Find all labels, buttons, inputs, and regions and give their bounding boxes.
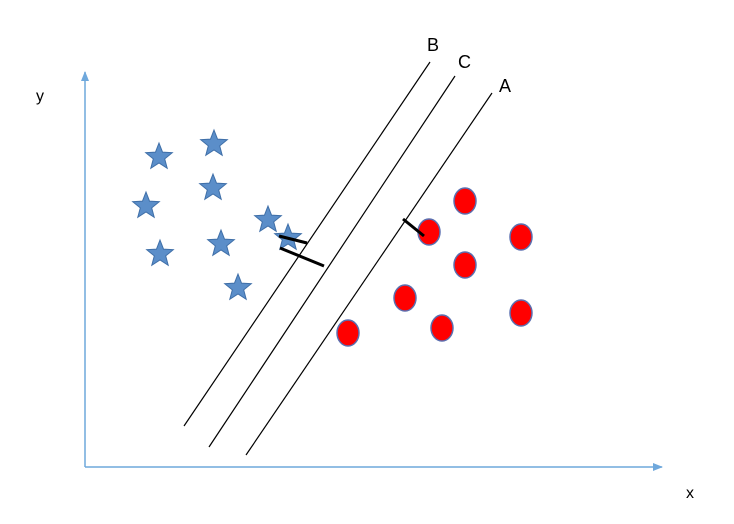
circle-point <box>509 223 533 251</box>
star-point <box>198 172 228 201</box>
line-b-label: B <box>427 35 439 55</box>
star-point <box>273 222 303 251</box>
separating-lines: B C A <box>183 35 511 456</box>
margin-marker-a <box>402 217 425 238</box>
star-point <box>253 204 283 233</box>
margin-marker-b <box>278 234 308 245</box>
star-point <box>199 128 229 157</box>
line-c <box>208 75 456 448</box>
y-axis-label: y <box>36 88 44 105</box>
line-b <box>183 61 431 427</box>
margin-markers <box>278 217 425 268</box>
star-point <box>223 272 253 301</box>
circle-points <box>336 187 533 347</box>
x-axis-label: x <box>686 485 694 502</box>
circle-point <box>336 319 360 347</box>
circle-point <box>453 251 477 279</box>
axes: y x <box>36 71 694 502</box>
circle-point <box>430 314 454 342</box>
line-c-label: C <box>458 52 471 72</box>
margin-marker-c <box>279 246 325 268</box>
star-point <box>206 228 236 257</box>
circle-point <box>393 284 417 312</box>
star-points <box>131 128 303 301</box>
star-point <box>144 141 174 170</box>
star-point <box>145 238 175 267</box>
line-a-label: A <box>499 76 511 96</box>
circle-point <box>509 299 533 327</box>
line-a <box>245 92 493 456</box>
star-point <box>131 190 161 219</box>
circle-point <box>453 187 477 215</box>
